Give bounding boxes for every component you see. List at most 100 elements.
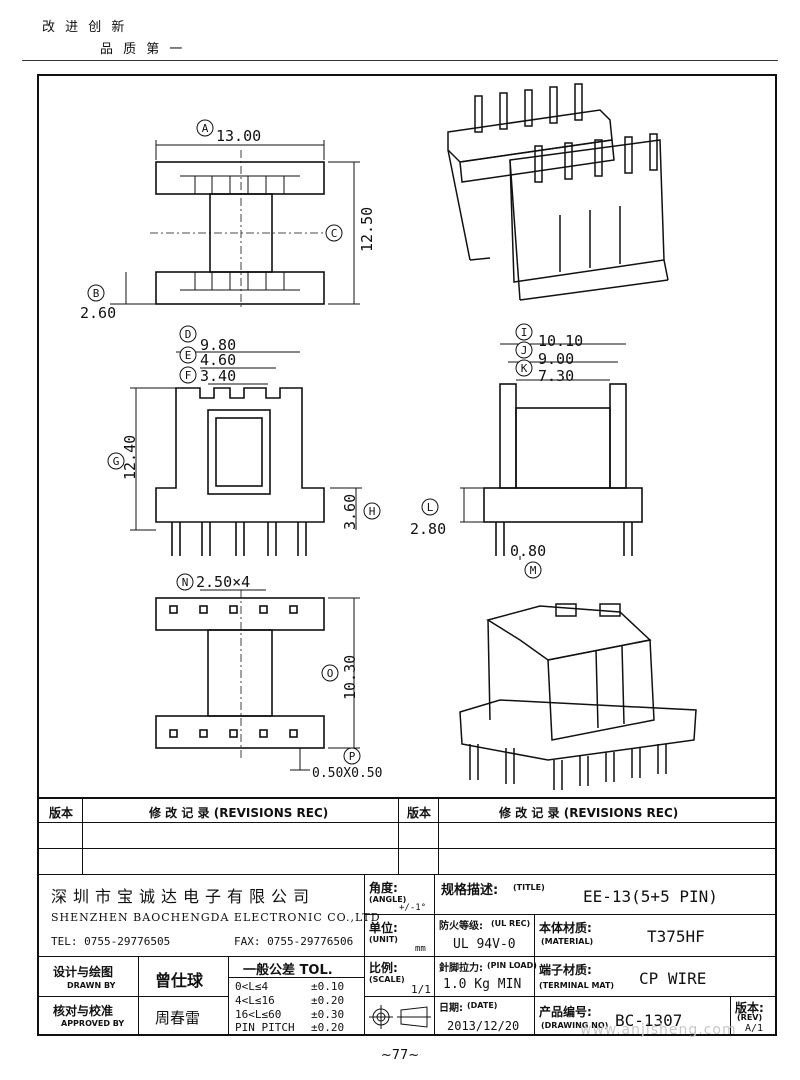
slogan-line2: 品 质 第 一 — [100, 42, 186, 57]
drawn-name: 曾仕球 — [155, 971, 204, 990]
marker-N: N — [182, 576, 189, 589]
tolerance-tol-3: ±0.20 — [311, 1021, 345, 1034]
drawingno-value: BC-1307 — [615, 1011, 683, 1030]
company-tel: TEL: 0755-29776505 — [51, 935, 171, 948]
marker-P: P — [349, 750, 356, 763]
rev-sub: (REV) — [737, 1013, 763, 1022]
material-label: 本体材质: — [539, 921, 592, 935]
dim-L: 2.80 — [410, 520, 446, 538]
drawing-frame — [37, 74, 777, 1036]
page-number: ~77~ — [380, 1048, 420, 1063]
approved-label: 核对与校准 — [53, 1004, 114, 1018]
iso-view-top — [447, 83, 669, 301]
watermark: www.anjisheng.com — [580, 1022, 737, 1038]
dim-D: 9.80 — [200, 336, 236, 354]
rev-value: A/1 — [745, 1023, 764, 1034]
company-fax: FAX: 0755-29776506 — [234, 935, 354, 948]
ul-sub: (UL REC) — [491, 919, 531, 928]
dim-N: 2.50×4 — [196, 573, 250, 591]
rev-header-mid: 修 改 记 录 (REVISIONS REC) — [149, 806, 329, 820]
marker-L: L — [427, 501, 434, 514]
rev-label: 版本: — [735, 1001, 764, 1015]
ul-label: 防火等级: — [439, 921, 483, 932]
tolerance-range-0: 0<L≤4 — [235, 980, 269, 993]
dim-P: 0.50X0.50 — [312, 766, 382, 781]
date-value: 2013/12/20 — [447, 1019, 520, 1033]
dim-I: 10.10 — [538, 332, 583, 350]
tolerance-title: 一般公差 TOL. — [243, 963, 333, 978]
marker-D: D — [185, 328, 192, 341]
date-label: 日期: — [439, 1003, 463, 1014]
rev-header-mid2: 修 改 记 录 (REVISIONS REC) — [499, 806, 679, 820]
marker-I: I — [521, 326, 528, 339]
company-name-en: SHENZHEN BAOCHENGDA ELECTRONIC CO.,LTD — [51, 911, 381, 924]
scale-value: 1/1 — [411, 983, 431, 996]
approved-sub: APPROVED BY — [61, 1019, 125, 1028]
angle-label: 角度: — [369, 881, 398, 895]
marker-H: H — [369, 505, 376, 518]
ul-value: UL 94V-0 — [453, 937, 516, 952]
dim-O: 10.30 — [341, 655, 359, 700]
tolerance-tol-1: ±0.20 — [311, 994, 345, 1007]
tolerance-range-2: 16<L≤60 — [235, 1008, 282, 1021]
marker-E: E — [185, 349, 192, 362]
front-view — [130, 351, 362, 556]
dim-H: 3.60 — [341, 494, 359, 530]
material-value: T375HF — [647, 927, 705, 946]
drawingno-sub: (DRAWING NO) — [541, 1021, 609, 1030]
dim-J: 9.00 — [538, 350, 574, 368]
drawingno-label: 产品编号: — [539, 1005, 592, 1019]
slogan-line1: 改 进 创 新 — [42, 20, 128, 35]
bottom-view — [155, 589, 360, 771]
dim-C: 12.50 — [358, 207, 376, 252]
iso-view-bottom — [459, 603, 697, 790]
dim-E: 4.60 — [200, 351, 236, 369]
header-divider — [22, 60, 778, 61]
drawn-sub: DRAWN BY — [67, 981, 116, 990]
marker-M: M — [530, 564, 537, 577]
marker-A: A — [202, 122, 209, 135]
pinload-sub: (PIN LOAD) — [487, 961, 537, 970]
material-sub: (MATERIAL) — [541, 937, 594, 946]
unit-value: mm — [415, 944, 426, 954]
terminal-value: CP WIRE — [639, 969, 707, 988]
dim-G: 12.40 — [121, 435, 139, 480]
marker-G: G — [113, 455, 120, 468]
rev-header-left: 版本 — [49, 806, 74, 820]
title-label: 规格描述: — [441, 883, 499, 898]
dim-K: 7.30 — [538, 367, 574, 385]
title-value: EE-13(5+5 PIN) — [583, 887, 718, 906]
terminal-sub: (TERMINAL MAT) — [539, 981, 615, 990]
marker-O: O — [327, 667, 334, 680]
dim-F: 3.40 — [200, 367, 236, 385]
unit-sub: (UNIT) — [369, 935, 398, 944]
drawn-label: 设计与绘图 — [53, 965, 114, 979]
title-sub: (TITLE) — [513, 883, 545, 892]
marker-J: J — [521, 344, 528, 357]
tolerance-range-3: PIN PITCH — [235, 1021, 295, 1034]
scale-label: 比例: — [369, 961, 398, 975]
projection-symbol-icon — [369, 1005, 431, 1029]
date-sub: (DATE) — [467, 1001, 498, 1010]
marker-B: B — [93, 287, 100, 300]
dim-M: 0.80 — [510, 542, 546, 560]
pinload-label: 針脚拉力: — [439, 963, 483, 974]
company-name-cn: 深圳市宝诚达电子有限公司 — [51, 887, 316, 906]
pinload-value: 1.0 Kg MIN — [443, 977, 522, 992]
dim-B: 2.60 — [80, 304, 116, 322]
top-view — [110, 140, 360, 310]
title-block: 版本 修 改 记 录 (REVISIONS REC) 版本 修 改 记 录 (R… — [39, 797, 775, 1036]
dim-A: 13.00 — [216, 127, 261, 145]
angle-sub: (ANGLE) — [369, 895, 407, 904]
scale-sub: (SCALE) — [369, 975, 405, 984]
rev-header-right: 版本 — [407, 806, 432, 820]
tolerance-tol-0: ±0.10 — [311, 980, 345, 993]
tolerance-range-1: 4<L≤16 — [235, 994, 275, 1007]
tolerance-tol-2: ±0.30 — [311, 1008, 345, 1021]
terminal-label: 端子材质: — [539, 963, 592, 977]
angle-value: +/-1° — [399, 903, 427, 913]
approved-name: 周春雷 — [155, 1009, 201, 1027]
unit-label: 单位: — [369, 921, 398, 935]
marker-C: C — [331, 227, 338, 240]
technical-drawing: A B C D E F G H I J K L M N O P 13.00 2.… — [80, 83, 697, 790]
